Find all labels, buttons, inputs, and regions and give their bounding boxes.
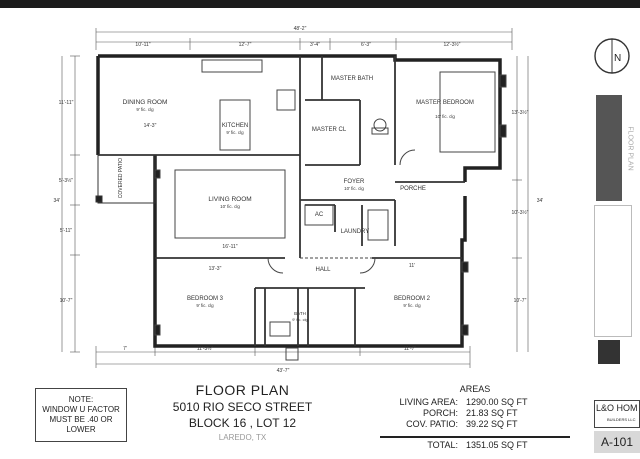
dim-top-2: 12'-7" xyxy=(239,42,252,48)
dim-right-overall: 34' xyxy=(537,198,544,204)
area-total-value: 1351.05 SQ FT xyxy=(466,440,528,450)
sheet-title-label: FLOOR PLAN xyxy=(626,126,634,171)
sheet-title-tab: FLOOR PLAN xyxy=(620,95,634,201)
room-labels: DINING ROOM 9' fic. clg KITCHEN 9' fic. … xyxy=(118,76,474,322)
north-compass: N xyxy=(594,38,630,74)
dim-dining-width: 14'-3" xyxy=(144,123,157,129)
revision-box xyxy=(594,205,632,337)
area-label: PORCH: xyxy=(422,408,458,418)
dim-bottom-1: 7' xyxy=(123,346,127,352)
area-label: LIVING AREA: xyxy=(399,397,458,407)
dim-top-5: 12'-3½" xyxy=(444,41,461,48)
areas-table: AREAS LIVING AREA: 1290.00 SQ FT PORCH: … xyxy=(380,384,570,451)
area-row: COV. PATIO: 39.22 SQ FT xyxy=(380,419,570,430)
dim-bed2-width: 11' xyxy=(409,263,415,269)
north-label: N xyxy=(614,53,621,64)
dim-top-4: 6'-3" xyxy=(361,42,371,48)
title-block-column: HOUSE PROJECT FLOOR PLAN L&O HOM BUILDER… xyxy=(590,0,640,459)
room-clg-bedroom2: 9' fic. clg xyxy=(403,303,421,308)
window-note-box: NOTE: WINDOW U FACTOR MUST BE .40 OR LOW… xyxy=(35,388,127,442)
dim-left-overall: 34' xyxy=(53,198,60,204)
areas-header: AREAS xyxy=(459,384,491,394)
room-clg-bath: 9' fic. clg xyxy=(292,317,307,322)
note-line-4: LOWER xyxy=(66,425,96,434)
room-label-ac: AC xyxy=(315,212,324,218)
company-sub: BUILDERS LLC xyxy=(607,417,636,422)
floor-plan-drawing: DINING ROOM 9' fic. clg KITCHEN 9' fic. … xyxy=(53,26,543,374)
top-border-bar xyxy=(0,0,640,8)
room-label-dining: DINING ROOM xyxy=(123,99,168,106)
room-label-master-bath: MASTER BATH xyxy=(331,76,373,82)
room-clg-dining: 9' fic. clg xyxy=(136,107,154,112)
drawing-title-block: FLOOR PLAN 5010 RIO SECO STREET BLOCK 16… xyxy=(160,382,325,442)
covered-patio-outline xyxy=(95,154,156,204)
dim-top-1: 10'-11" xyxy=(135,42,150,48)
area-value: 1290.00 SQ FT xyxy=(466,397,528,407)
project-tab: HOUSE PROJECT xyxy=(596,95,622,281)
dim-top-3: 3'-4" xyxy=(310,42,320,48)
note-line-3: MUST BE .40 OR xyxy=(49,415,113,424)
room-label-master-bedroom: MASTER BEDROOM xyxy=(416,100,474,106)
dim-right-2: 10'-3½" xyxy=(512,209,529,216)
dim-living-width: 16'-11" xyxy=(222,244,237,250)
block-lot: BLOCK 16 , LOT 12 xyxy=(188,416,297,430)
dim-left-3: 5'-11" xyxy=(60,228,73,234)
fixtures xyxy=(154,59,507,361)
room-clg-foyer: 10' fic. clg xyxy=(344,186,364,191)
dim-overall-top: 48'-2" xyxy=(294,26,307,32)
room-label-foyer: FOYER xyxy=(344,179,365,185)
area-value: 39.22 SQ FT xyxy=(466,419,518,429)
company-logo-icon xyxy=(598,340,620,364)
room-label-hall: HALL xyxy=(315,267,331,273)
room-label-living: LIVING ROOM xyxy=(208,196,251,203)
dim-bottom-2: 11'-3½" xyxy=(197,345,214,352)
company-box: L&O HOM BUILDERS LLC xyxy=(594,400,640,428)
room-label-bedroom3: BEDROOM 3 xyxy=(187,296,224,302)
sheet-number: A-101 xyxy=(594,431,640,453)
room-clg-living: 10' fic. clg xyxy=(220,204,240,209)
dim-left-2: 5'-3½" xyxy=(59,177,73,184)
room-clg-bedroom3: 9' fic. clg xyxy=(196,303,214,308)
room-label-master-cl: MASTER CL xyxy=(312,127,347,133)
drawing-title: FLOOR PLAN xyxy=(195,382,290,398)
company-name: L&O HOM xyxy=(596,403,638,413)
room-clg-master-bedroom: 10' fic. clg xyxy=(435,114,455,119)
dimension-labels: 48'-2" 10'-11" 12'-7" 3'-4" 6'-3" 12'-3½… xyxy=(53,26,543,374)
dimension-lines xyxy=(61,28,529,368)
room-label-laundry: LAUNDRY xyxy=(341,229,370,235)
area-row: LIVING AREA: 1290.00 SQ FT xyxy=(380,397,570,408)
area-row: PORCH: 21.83 SQ FT xyxy=(380,408,570,419)
area-total-row: TOTAL: 1351.05 SQ FT xyxy=(380,436,570,451)
area-total-label: TOTAL: xyxy=(427,440,458,450)
dim-right-1: 13'-3½" xyxy=(512,109,529,116)
room-label-bath: BATH xyxy=(294,311,306,316)
dim-bottom-3: 11'-7" xyxy=(404,346,417,352)
dim-right-3: 10'-7" xyxy=(514,298,527,304)
room-label-covered-patio: COVERED PATIO xyxy=(118,158,124,198)
room-clg-kitchen: 9' fic. clg xyxy=(226,130,244,135)
room-label-porche: PORCHE xyxy=(400,186,426,192)
dim-bottom-overall: 43'-7" xyxy=(277,368,290,374)
room-label-kitchen: KITCHEN xyxy=(222,123,248,129)
dim-left-4: 10'-7" xyxy=(60,298,73,304)
dim-left-1: 11'-11" xyxy=(59,100,74,106)
note-line-1: NOTE: xyxy=(68,395,94,404)
note-line-2: WINDOW U FACTOR xyxy=(42,405,120,414)
room-label-bedroom2: BEDROOM 2 xyxy=(394,296,431,302)
area-value: 21.83 SQ FT xyxy=(466,408,518,418)
street-address: 5010 RIO SECO STREET xyxy=(172,400,313,414)
area-label: COV. PATIO: xyxy=(406,419,458,429)
city-state: LAREDO, TX xyxy=(218,433,267,442)
dim-bed3-width: 13'-3" xyxy=(209,266,222,272)
